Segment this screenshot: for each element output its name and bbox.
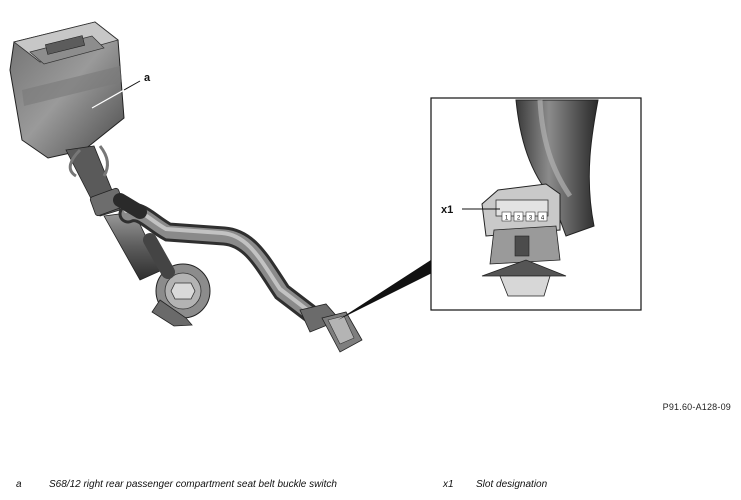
legend-key-x1: x1 — [443, 479, 454, 490]
connector-plug — [299, 303, 363, 353]
pin-label-4: 4 — [541, 216, 545, 222]
pin-labels: 1 2 3 4 — [501, 211, 548, 222]
legend: a S68/12 right rear passenger compartmen… — [0, 479, 741, 493]
pin-label-2: 2 — [517, 216, 521, 222]
detail-inset: 1 2 3 4 x1 — [430, 97, 642, 311]
callout-a: a — [144, 72, 151, 84]
figure-reference: P91.60-A128-09 — [662, 402, 731, 412]
pin-label-3: 3 — [529, 216, 533, 222]
detail-pointer — [338, 258, 438, 320]
pin-label-1: 1 — [505, 216, 509, 222]
legend-description-a: S68/12 right rear passenger compartment … — [49, 479, 337, 490]
a-leader-line-ext — [123, 80, 141, 91]
legend-key-a: a — [16, 479, 22, 490]
legend-description-x1: Slot designation — [476, 479, 548, 490]
buckle-housing — [9, 21, 125, 159]
connector-housing-detail — [481, 183, 567, 297]
seat-belt-buckle-illustration: 1 2 3 4 x1 a — [9, 21, 642, 353]
buckle-stem — [65, 145, 163, 281]
cable-harness — [113, 193, 326, 328]
callout-x1: x1 — [441, 204, 453, 216]
